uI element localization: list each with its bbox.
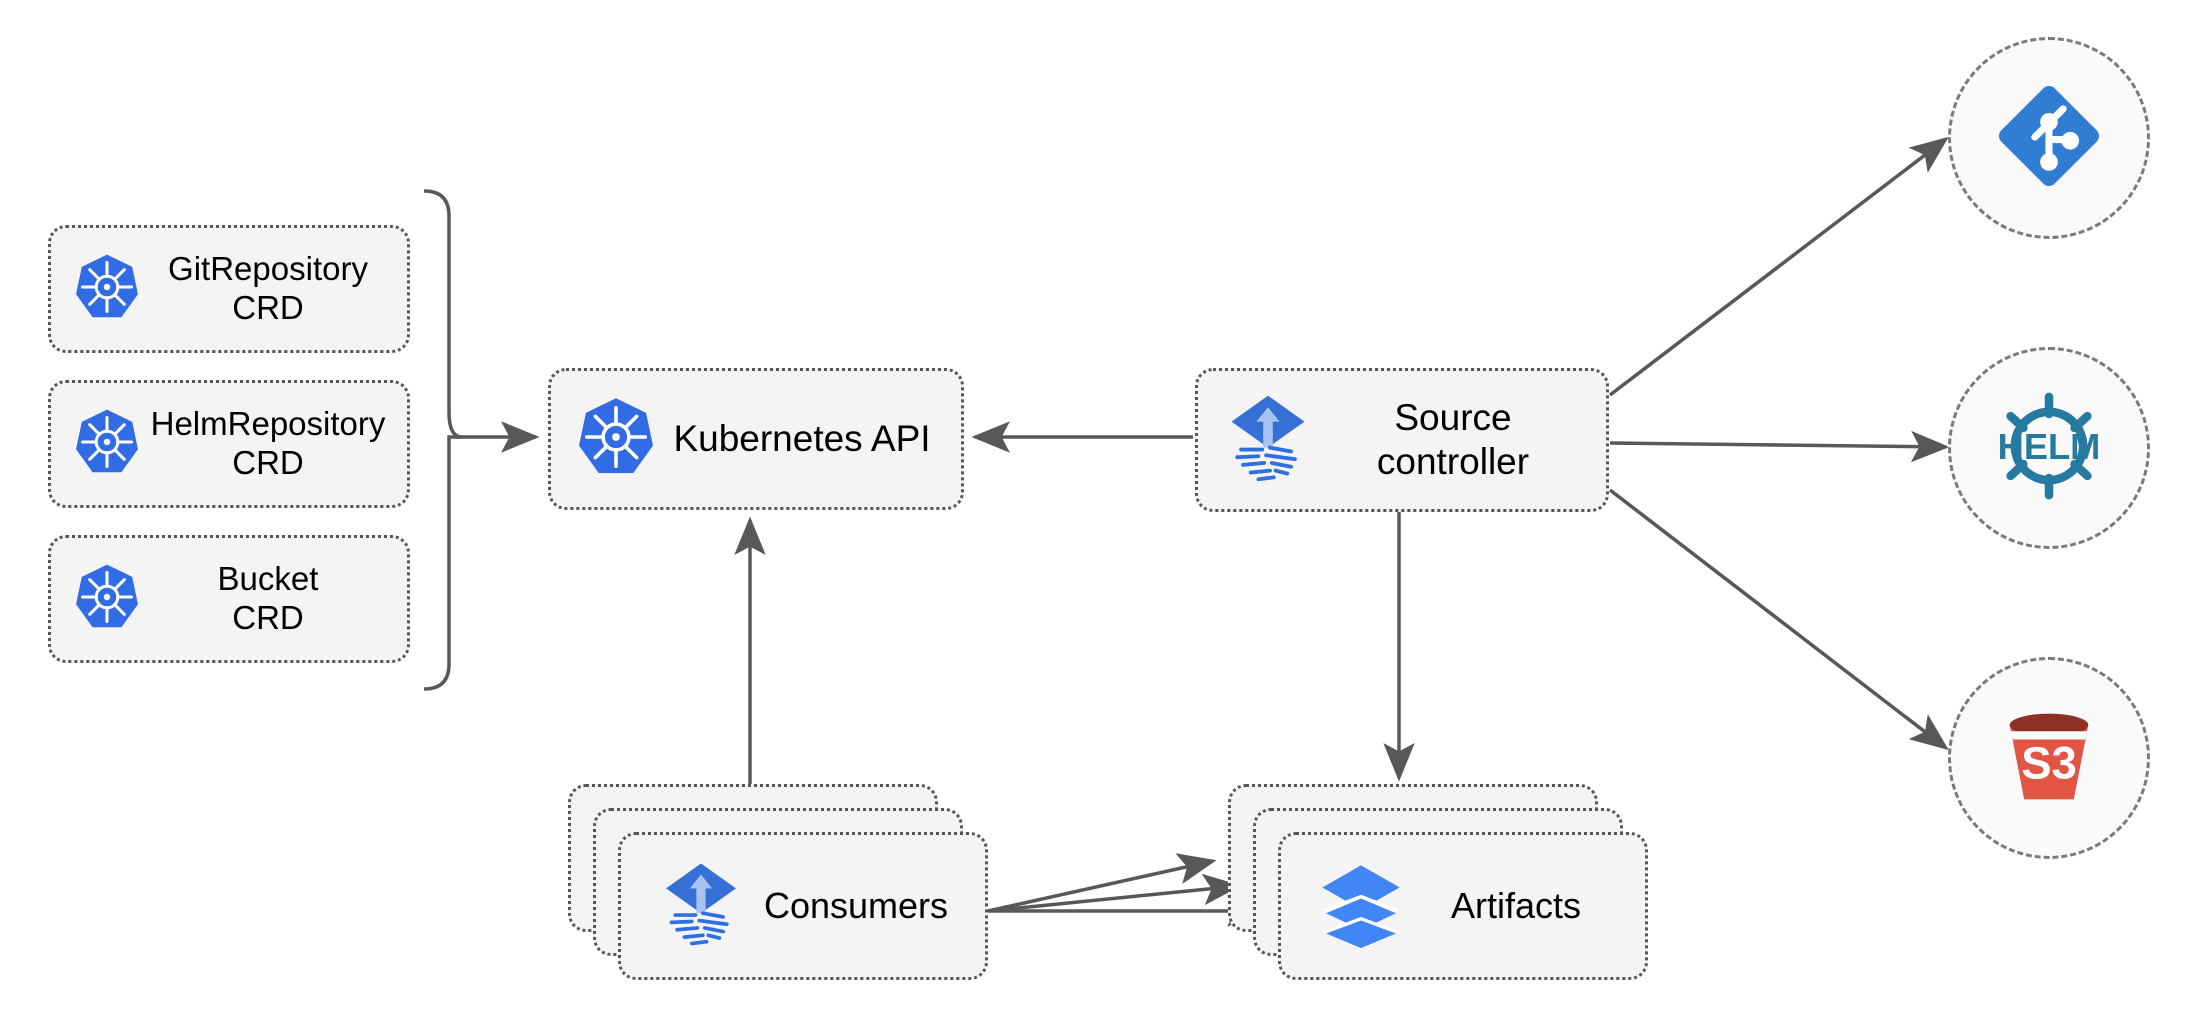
crd-bucket[interactable]: Bucket CRD — [48, 535, 410, 663]
kubernetes-icon — [573, 394, 659, 485]
node-label: Kubernetes API — [673, 418, 931, 460]
node-source-controller[interactable]: Source controller — [1195, 368, 1609, 512]
edge-source-to-s3 — [1608, 488, 1949, 751]
crd-label: Bucket CRD — [217, 560, 319, 636]
helm-icon: HELM — [1985, 382, 2113, 515]
crd-label: GitRepository CRD — [168, 250, 368, 326]
s3-icon: S3 — [1987, 694, 2111, 823]
edge-consumers-to-artifacts — [987, 853, 1266, 927]
crd-label: HelmRepository CRD — [150, 405, 386, 481]
kubernetes-icon — [71, 406, 143, 483]
git-icon — [1990, 77, 2108, 200]
flux-icon — [1220, 390, 1316, 491]
crd-gitrepository[interactable]: GitRepository CRD — [48, 225, 410, 353]
target-git[interactable] — [1948, 37, 2150, 239]
node-label: Artifacts — [1450, 885, 1582, 926]
artifacts-card-front[interactable]: Artifacts — [1278, 832, 1648, 980]
node-label: Source controller — [1376, 397, 1530, 482]
edge-source-to-helm — [1609, 430, 1950, 463]
s3-wordmark: S3 — [2021, 737, 2077, 788]
kubernetes-icon — [71, 251, 143, 328]
crd-group-bracket — [423, 189, 540, 691]
target-helm[interactable]: HELM — [1948, 347, 2150, 549]
node-label: Consumers — [763, 885, 949, 926]
consumers-card-front[interactable]: Consumers — [618, 832, 988, 980]
layers-icon — [1315, 858, 1407, 955]
edge-source-to-git — [1608, 136, 1949, 397]
kubernetes-icon — [71, 561, 143, 638]
flux-icon — [655, 858, 747, 955]
crd-helmrepository[interactable]: HelmRepository CRD — [48, 380, 410, 508]
helm-wordmark: HELM — [1998, 425, 2101, 466]
node-artifacts[interactable]: Artifacts — [1228, 784, 1648, 980]
target-s3[interactable]: S3 — [1948, 657, 2150, 859]
node-kubernetes-api[interactable]: Kubernetes API — [548, 368, 964, 510]
node-consumers[interactable]: Consumers — [568, 784, 988, 980]
